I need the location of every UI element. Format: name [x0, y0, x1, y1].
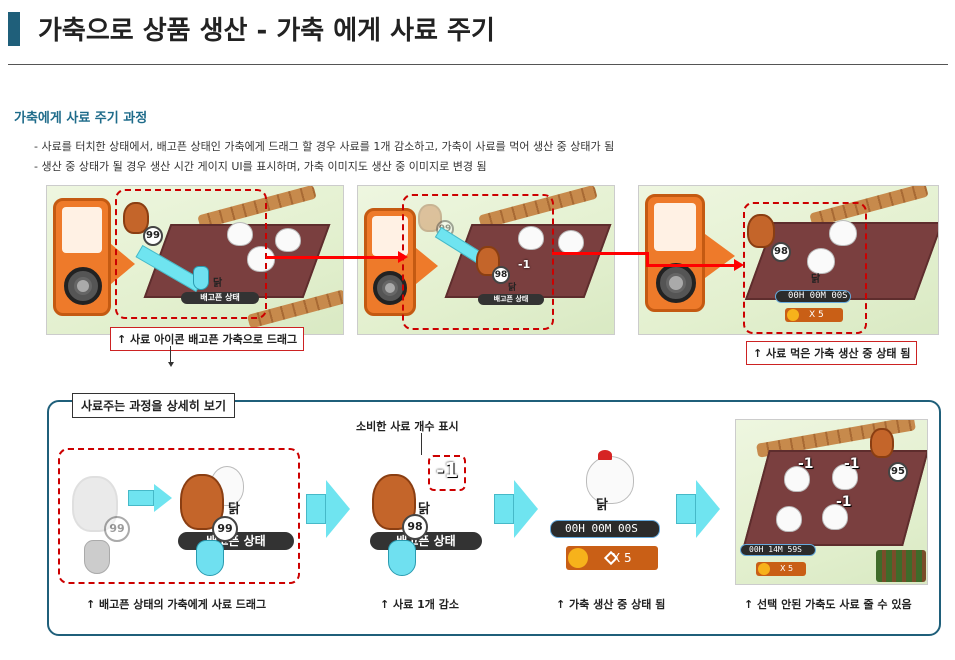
ghost-hand-icon	[84, 540, 110, 574]
chicken-icon	[822, 504, 848, 530]
animal-name: 닭	[418, 502, 430, 517]
diamond-reward: X 5	[785, 308, 843, 322]
connector-line	[646, 252, 649, 266]
chicken-icon	[227, 222, 253, 246]
consumed-count: -1	[836, 494, 852, 510]
consumed-count: -1	[798, 456, 814, 472]
feed-count-badge: 98	[402, 514, 428, 540]
consumed-count: -1	[436, 458, 459, 482]
highlight-box	[743, 202, 867, 334]
consumed-count: -1	[844, 456, 860, 472]
feed-sack-icon	[870, 428, 894, 458]
screenshot-drag: 99 닭 배고픈 상태	[46, 185, 344, 335]
bucket-icon	[373, 271, 407, 305]
status-label: 배고픈 상태	[181, 292, 259, 304]
animal-name: 닭	[596, 498, 608, 513]
chicken-icon	[275, 228, 301, 252]
caption-step2: ↑ 사료 1개 감소	[380, 598, 459, 611]
chicken-icon	[807, 248, 835, 274]
screenshot-multi: -1 -1 -1 95 00H 14M 59S X 5	[735, 419, 928, 585]
page-title: 가축으로 상품 생산 - 가축 에게 사료 주기	[38, 16, 495, 46]
flow-arrow-icon	[494, 494, 514, 524]
connector-arrowhead	[734, 259, 744, 271]
connector-arrowhead	[398, 251, 408, 263]
detail-label: 사료주는 과정을 상세히 보기	[72, 393, 236, 418]
crop-field	[876, 550, 926, 582]
caption-eaten: ↑ 사료 먹은 가축 생산 중 상태 됨	[746, 341, 918, 365]
title-accent-bar	[8, 12, 20, 46]
detail-frame	[47, 400, 941, 636]
feed-count-badge: 99	[212, 516, 238, 542]
bucket-icon	[656, 263, 696, 303]
production-timer: 00H 14M 59S	[740, 544, 816, 556]
bolt-icon	[787, 309, 799, 321]
chicken-icon	[518, 226, 544, 250]
caption-step4: ↑ 선택 안된 가축도 사료 줄 수 있음	[744, 598, 912, 611]
feed-count-badge: 99	[143, 226, 163, 246]
connector-line	[552, 252, 648, 255]
chicken-icon	[247, 246, 275, 272]
caption-step1: ↑ 배고픈 상태의 가축에게 사료 드래그	[86, 598, 267, 611]
caption-step3: ↑ 가축 생산 중 상태 됨	[556, 598, 666, 611]
chicken-icon	[829, 220, 857, 246]
feed-slot	[62, 207, 102, 253]
animal-name: 닭	[811, 274, 821, 285]
feed-sack-icon	[747, 214, 775, 248]
chicken-icon	[558, 230, 584, 254]
feed-count-badge: 98	[771, 242, 791, 262]
feed-sack-icon	[476, 246, 500, 276]
chicken-icon	[776, 506, 802, 532]
highlight-box	[402, 194, 554, 330]
production-timer: 00H 00M 00S	[775, 290, 851, 303]
feed-count-badge: 98	[492, 266, 510, 284]
chicken-icon	[784, 466, 810, 492]
highlight-box	[115, 189, 267, 319]
chicken-icon	[832, 464, 858, 490]
feed-panel	[364, 208, 416, 316]
touch-hand-icon	[196, 540, 224, 576]
panel-arrow	[705, 234, 735, 278]
feed-count-badge: 95	[888, 462, 908, 482]
screenshot-feeding: 99 98 -1 닭 배고픈 상태	[357, 185, 615, 335]
status-label: 배고픈 상태	[478, 294, 544, 305]
title-divider	[8, 64, 948, 65]
bullet-1: - 사료를 터치한 상태에서, 배고픈 상태인 가축에게 드래그 할 경우 사료…	[34, 140, 615, 153]
screenshot-producing: 98 닭 00H 00M 00S X 5	[638, 185, 939, 335]
consumed-count: -1	[518, 258, 531, 271]
touch-hand-icon	[388, 540, 416, 576]
status-label: 배고픈 상태	[370, 532, 482, 550]
connector-line	[266, 256, 400, 259]
touch-hand-icon	[193, 266, 209, 290]
caption-drag: ↑ 사료 아이콘 배고픈 가축으로 드래그	[110, 327, 305, 351]
animal-name: 닭	[508, 283, 517, 293]
animal-name: 닭	[213, 278, 223, 289]
consumed-highlight	[428, 455, 466, 491]
chicken-icon	[586, 456, 634, 504]
bucket-icon	[64, 267, 102, 305]
feed-panel	[645, 194, 705, 312]
animal-name: 닭	[228, 502, 240, 517]
consumed-note: 소비한 사료 개수 표시	[356, 420, 459, 433]
bullet-2: - 생산 중 상태가 될 경우 생산 시간 게이지 UI를 표시하며, 가축 이…	[34, 160, 487, 173]
bolt-icon	[568, 548, 588, 568]
panel-arrow	[416, 248, 438, 284]
bolt-icon	[758, 563, 770, 575]
flow-arrow-icon	[676, 494, 696, 524]
connector-line	[646, 264, 736, 267]
production-timer: 00H 00M 00S	[550, 520, 660, 538]
feed-panel	[53, 198, 111, 316]
ghost-badge: 99	[104, 516, 130, 542]
section-subtitle: 가축에게 사료 주기 과정	[14, 111, 148, 126]
flow-arrow-icon	[306, 494, 326, 524]
step-arrow-icon	[128, 490, 154, 506]
highlight-box	[58, 448, 300, 584]
